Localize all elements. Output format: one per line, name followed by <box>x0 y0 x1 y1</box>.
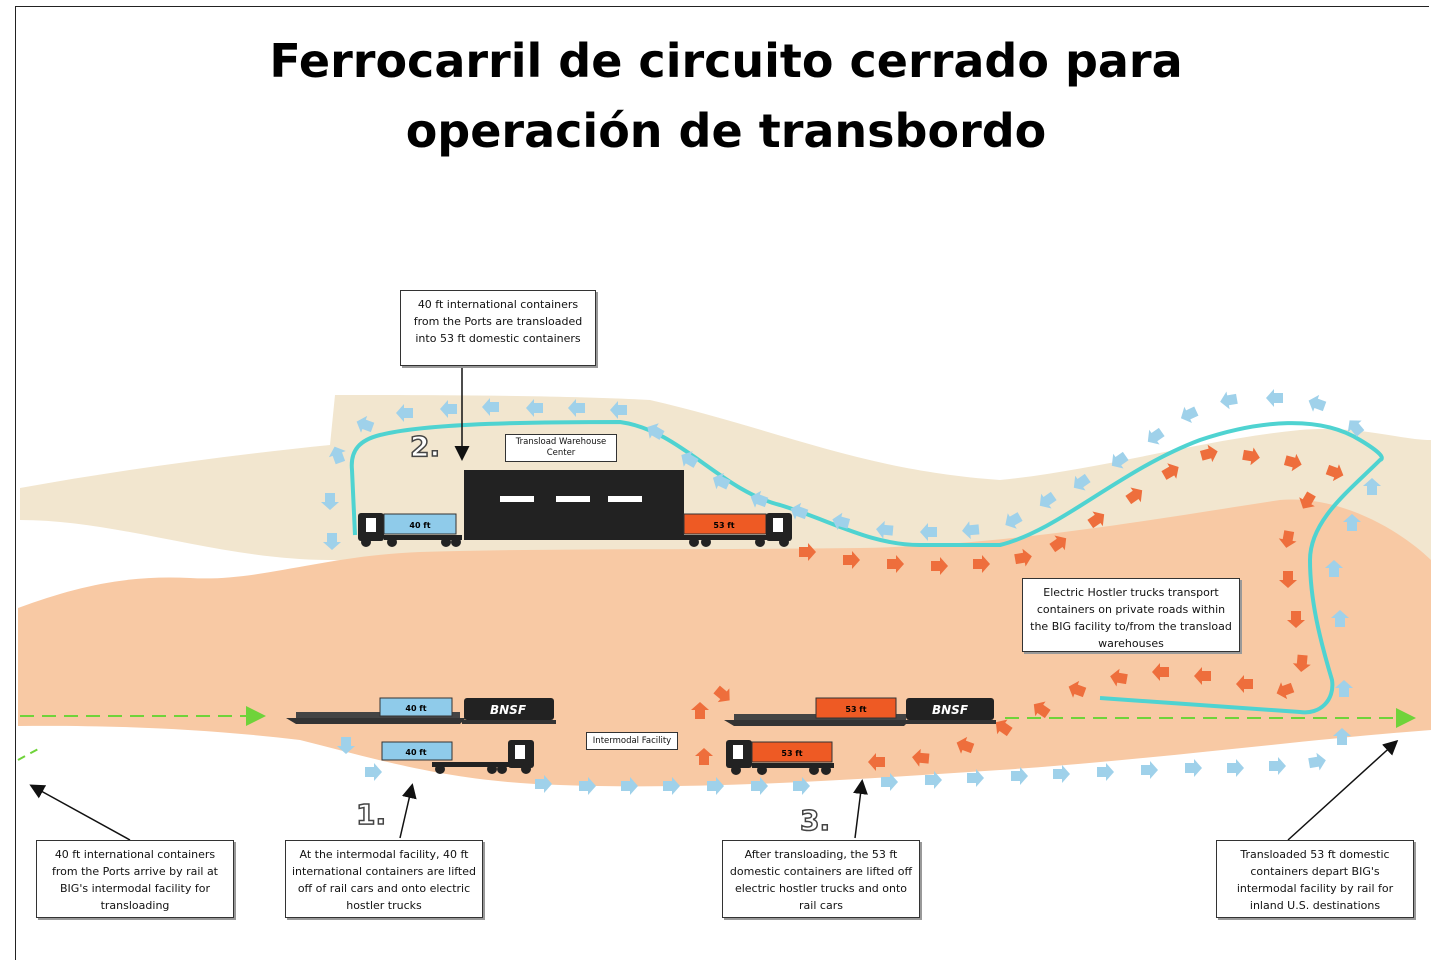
warehouse-label: Transload Warehouse Center <box>505 434 617 462</box>
pointer-lift-53 <box>853 779 868 839</box>
callout-transload: 40 ft international containers from the … <box>400 290 596 366</box>
callout-depart: Transloaded 53 ft domestic containers de… <box>1216 840 1414 918</box>
step-1-number: 1. <box>355 797 387 832</box>
callout-hostler: Electric Hostler trucks transport contai… <box>1022 578 1240 652</box>
container-tag: 53 ft <box>781 749 802 758</box>
pointer-arrive <box>29 784 131 841</box>
train-53-outbound: 53 ft BNSF <box>724 697 996 726</box>
hostler-truck-53-lower: 53 ft <box>726 740 834 775</box>
hostler-truck-40-lower: 40 ft <box>381 740 534 774</box>
rail-line-stub <box>17 747 41 761</box>
hostler-truck-40-upper: 40 ft <box>358 513 462 547</box>
container-tag: 40 ft <box>405 704 426 713</box>
locomotive-logo: BNSF <box>932 703 969 717</box>
hostler-truck-53-upper: 53 ft <box>683 513 792 547</box>
container-tag: 40 ft <box>405 748 426 757</box>
container-tag: 40 ft <box>409 521 430 530</box>
callout-lift-40: At the intermodal facility, 40 ft intern… <box>285 840 483 918</box>
diagram-frame <box>15 6 1429 960</box>
pointer-depart <box>1287 739 1399 841</box>
container-tag: 53 ft <box>713 521 734 530</box>
title-line-1: Ferrocarril de circuito cerrado para <box>269 34 1183 88</box>
private-road-loop <box>349 419 1384 715</box>
callout-lift-53: After transloading, the 53 ft domestic c… <box>722 840 920 918</box>
callout-arrive: 40 ft international containers from the … <box>36 840 234 918</box>
train-40-inbound: 40 ft BNSF <box>286 697 556 724</box>
title-line-2: operación de transbordo <box>405 104 1047 158</box>
step-3-number: 3. <box>799 803 831 838</box>
page-title: Ferrocarril de circuito cerrado para ope… <box>0 26 1431 166</box>
locomotive-logo: BNSF <box>490 703 527 717</box>
step-2-number: 2. <box>409 429 441 464</box>
pointer-lift-40 <box>399 783 417 839</box>
intermodal-facility-label: Intermodal Facility <box>586 732 678 750</box>
transload-warehouse <box>464 470 684 540</box>
container-tag: 53 ft <box>845 705 866 714</box>
